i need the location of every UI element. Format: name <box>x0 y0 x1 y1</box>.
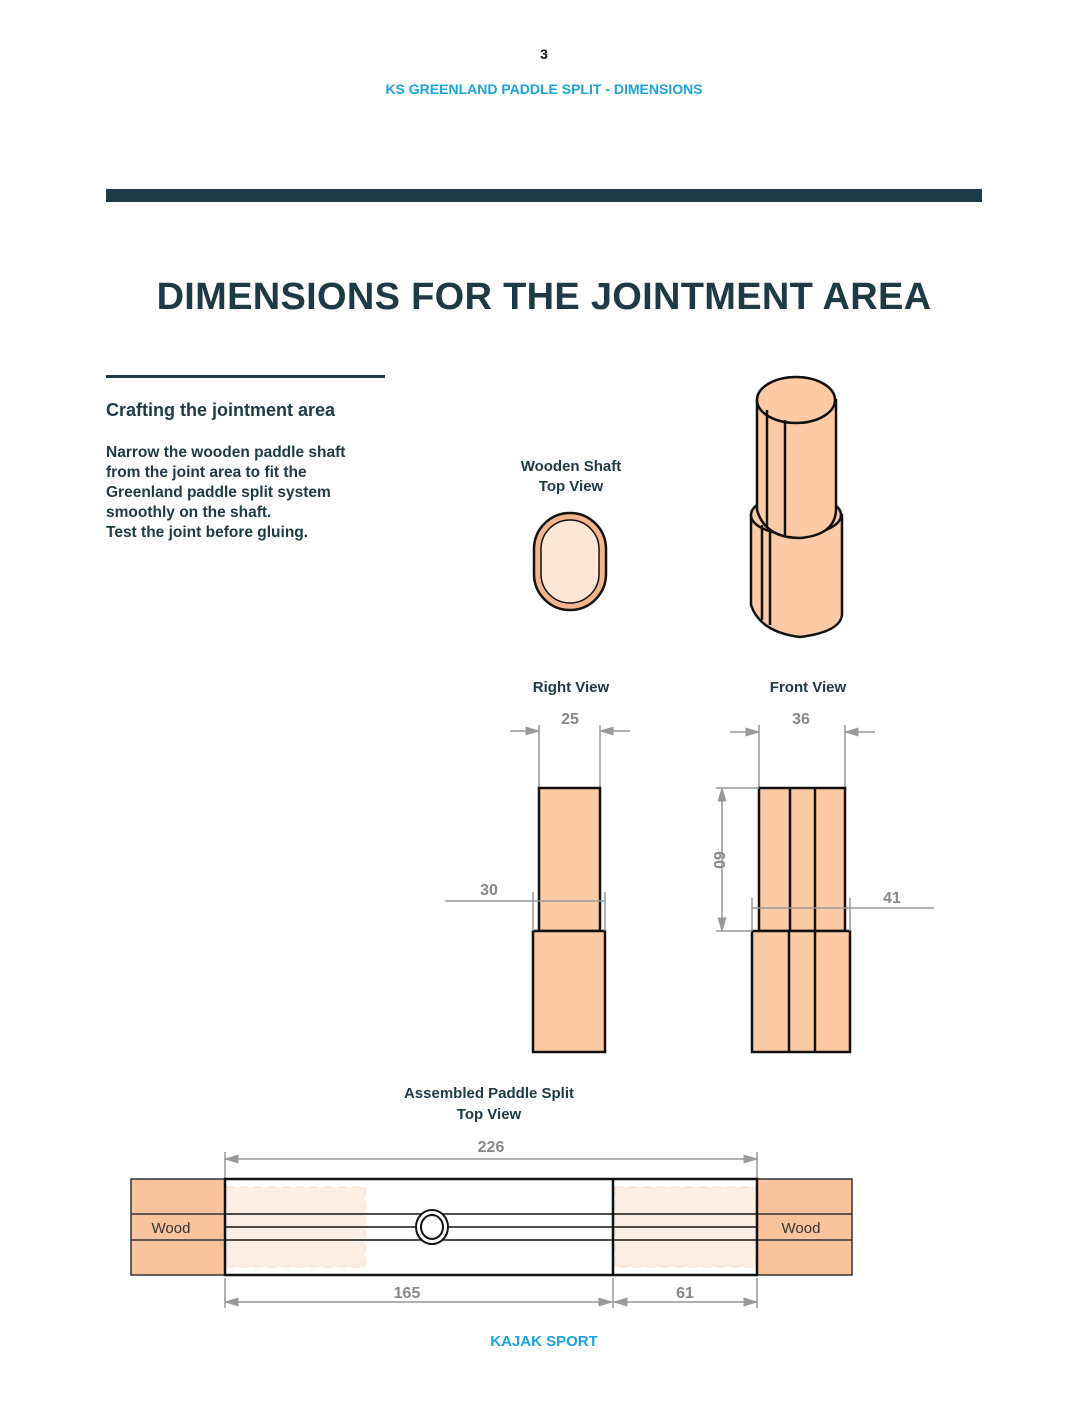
header-divider <box>106 189 982 202</box>
left-length-dim: 165 <box>394 1285 421 1302</box>
front-base-dim: 41 <box>883 890 901 907</box>
pin-hole-icon <box>415 1209 449 1245</box>
top-view-label-2: Top View <box>539 478 604 495</box>
assembled-top-view: Assembled Paddle Split Top View 226 Wood… <box>130 1085 853 1308</box>
top-view-label-1: Wooden Shaft <box>521 458 622 475</box>
body-line: smoothly on the shaft. <box>106 504 272 521</box>
right-width-dim: 25 <box>561 711 579 728</box>
wood-label-left: Wood <box>152 1220 191 1237</box>
front-view: Front View 36 60 41 <box>710 679 934 1054</box>
wood-label-right: Wood <box>782 1220 821 1237</box>
assembled-label-1: Assembled Paddle Split <box>404 1085 574 1102</box>
page-number: 3 <box>540 46 548 62</box>
section-body: Narrow the wooden paddle shaft from the … <box>106 443 396 543</box>
shaft-3d-view <box>749 375 844 639</box>
body-line: Greenland paddle split system <box>106 484 331 501</box>
front-view-label: Front View <box>770 679 847 696</box>
footer-brand: KAJAK SPORT <box>490 1333 598 1350</box>
right-view: Right View 25 30 <box>445 679 630 1054</box>
right-base-dim: 30 <box>480 882 498 899</box>
total-length-dim: 226 <box>478 1139 505 1156</box>
section-heading: Crafting the jointment area <box>106 400 336 420</box>
body-line: from the joint area to fit the <box>106 464 307 481</box>
wooden-shaft-top-view: Wooden Shaft Top View <box>521 458 622 612</box>
document-title: KS GREENLAND PADDLE SPLIT - DIMENSIONS <box>385 81 703 97</box>
right-view-label: Right View <box>533 679 610 696</box>
section-divider <box>106 375 385 378</box>
front-width-dim: 36 <box>792 711 810 728</box>
body-line: Narrow the wooden paddle shaft <box>106 444 346 461</box>
right-length-dim: 61 <box>676 1285 694 1302</box>
body-line: Test the joint before gluing. <box>106 524 309 541</box>
page-title: DIMENSIONS FOR THE JOINTMENT AREA <box>156 276 932 318</box>
assembled-label-2: Top View <box>457 1106 522 1123</box>
front-height-dim: 60 <box>710 851 727 869</box>
